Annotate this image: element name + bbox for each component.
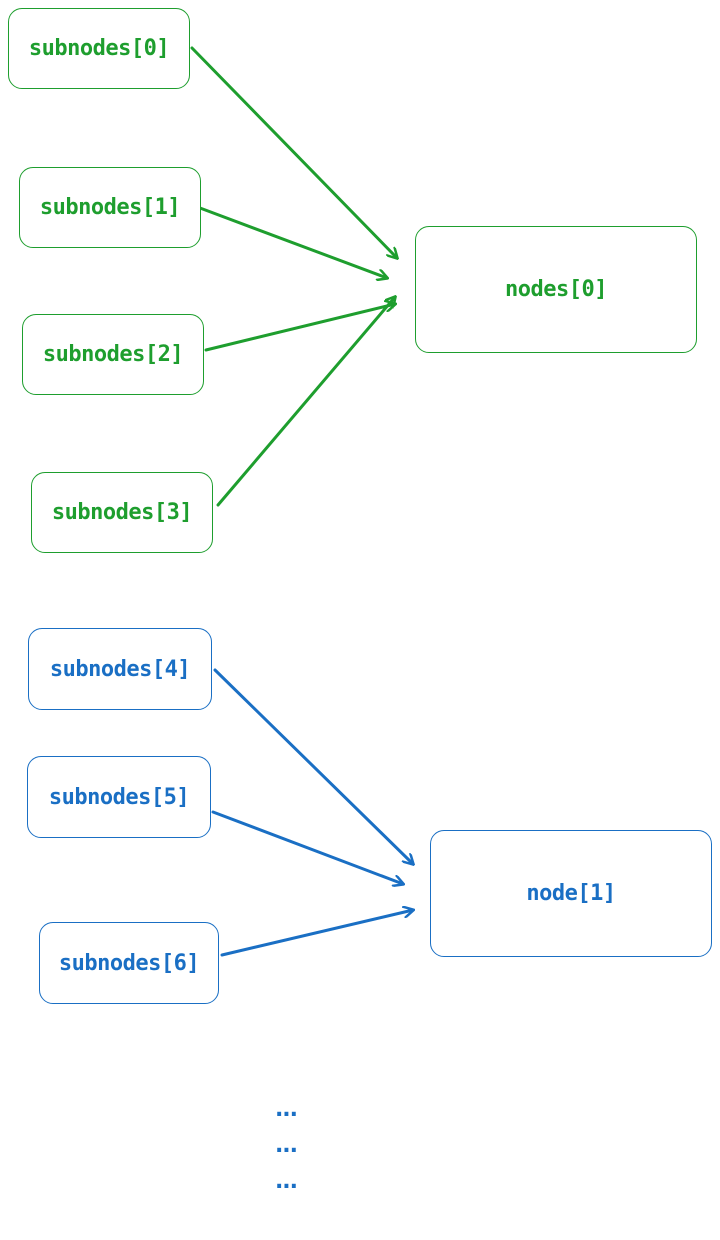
edge-subnodes-6-to-node-1: [220, 910, 413, 957]
edge-subnodes-4-to-node-1: [213, 668, 413, 864]
subnode-box-6: subnodes[6]: [39, 922, 219, 1004]
subnode-label-5: subnodes[5]: [48, 784, 190, 810]
ellipsis-1: ...: [274, 1097, 298, 1122]
subnode-box-2: subnodes[2]: [22, 314, 204, 395]
ellipsis-2: ...: [274, 1133, 298, 1158]
subnode-box-5: subnodes[5]: [27, 756, 211, 838]
node-label-0: nodes[0]: [505, 277, 607, 302]
node-box-0: nodes[0]: [415, 226, 697, 353]
subnode-box-3: subnodes[3]: [31, 472, 213, 553]
edge-subnodes-2-to-nodes-0: [204, 304, 395, 352]
edge-subnodes-5-to-node-1: [211, 810, 403, 884]
node-label-1: node[1]: [526, 881, 616, 906]
subnode-label-3: subnodes[3]: [51, 500, 193, 525]
node-box-1: node[1]: [430, 830, 712, 957]
edge-subnodes-3-to-nodes-0: [216, 297, 395, 507]
subnode-label-0: subnodes[0]: [28, 36, 170, 61]
subnode-box-0: subnodes[0]: [8, 8, 190, 89]
ellipsis-3: ...: [274, 1169, 298, 1194]
subnode-box-4: subnodes[4]: [28, 628, 212, 710]
edge-subnodes-0-to-nodes-0: [190, 46, 397, 258]
subnode-label-2: subnodes[2]: [42, 342, 184, 367]
subnode-label-4: subnodes[4]: [49, 656, 191, 682]
subnode-label-1: subnodes[1]: [39, 195, 181, 220]
edge-subnodes-1-to-nodes-0: [198, 206, 387, 278]
subnode-label-6: subnodes[6]: [58, 950, 200, 976]
subnode-box-1: subnodes[1]: [19, 167, 201, 248]
